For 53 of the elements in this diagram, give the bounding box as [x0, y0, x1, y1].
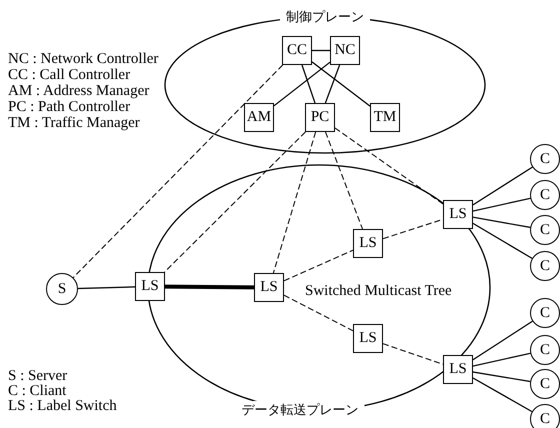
connector-line [472, 166, 533, 206]
plane-title: 制御プレーン [280, 8, 370, 26]
node-circle: C [530, 335, 560, 365]
legend-text: TM : Traffic Manager [8, 115, 140, 131]
node-circle: C [530, 144, 560, 174]
node-box: LS [135, 272, 165, 301]
connector-line [312, 61, 370, 107]
dashed-connector [284, 250, 354, 282]
connector-line [78, 286, 136, 290]
connector-line [301, 64, 316, 104]
dashed-connector [382, 343, 444, 365]
legend-text: AM : Address Manager [8, 83, 150, 99]
connector-line [274, 62, 330, 106]
legend-text: C : Cliant [8, 383, 66, 399]
node-box: PC [305, 103, 335, 132]
connector-line [472, 320, 533, 360]
node-circle: C [530, 215, 560, 245]
dashed-connector [284, 294, 354, 332]
node-circle: C [530, 251, 560, 281]
connector-line [312, 50, 330, 52]
node-box: LS [443, 200, 473, 229]
node-box: LS [443, 355, 473, 384]
node-circle: C [530, 404, 560, 428]
legend-text: LS : Label Switch [8, 398, 117, 414]
connector-line [472, 222, 532, 259]
node-box: CC [282, 36, 312, 65]
node-circle: S [46, 273, 78, 305]
connector-line [472, 352, 531, 367]
legend-text: NC : Network Controller [8, 51, 158, 67]
connector-line [472, 377, 532, 412]
connector-line [472, 198, 531, 212]
dashed-connector [325, 132, 363, 230]
node-circle: C [530, 180, 560, 210]
connector-line [472, 371, 530, 382]
dashed-connector [72, 64, 284, 278]
node-circle: C [530, 369, 560, 399]
dashed-connector [334, 128, 444, 204]
connector-line [164, 284, 254, 290]
connector-line [472, 216, 530, 228]
tree-label: Switched Multicast Tree [305, 283, 452, 299]
node-box: LS [353, 324, 383, 353]
legend-text: S : Server [8, 368, 68, 384]
connector-line [324, 64, 340, 104]
node-box: LS [353, 229, 383, 258]
node-box: NC [330, 36, 360, 65]
legend-text: PC : Path Controller [8, 99, 130, 115]
legend-text: CC : Call Controller [8, 67, 130, 83]
node-box: TM [370, 103, 400, 132]
node-circle: C [530, 298, 560, 328]
dashed-connector [164, 132, 306, 272]
node-box: LS [254, 273, 284, 302]
node-box: AM [244, 103, 274, 132]
dashed-connector [272, 132, 316, 274]
